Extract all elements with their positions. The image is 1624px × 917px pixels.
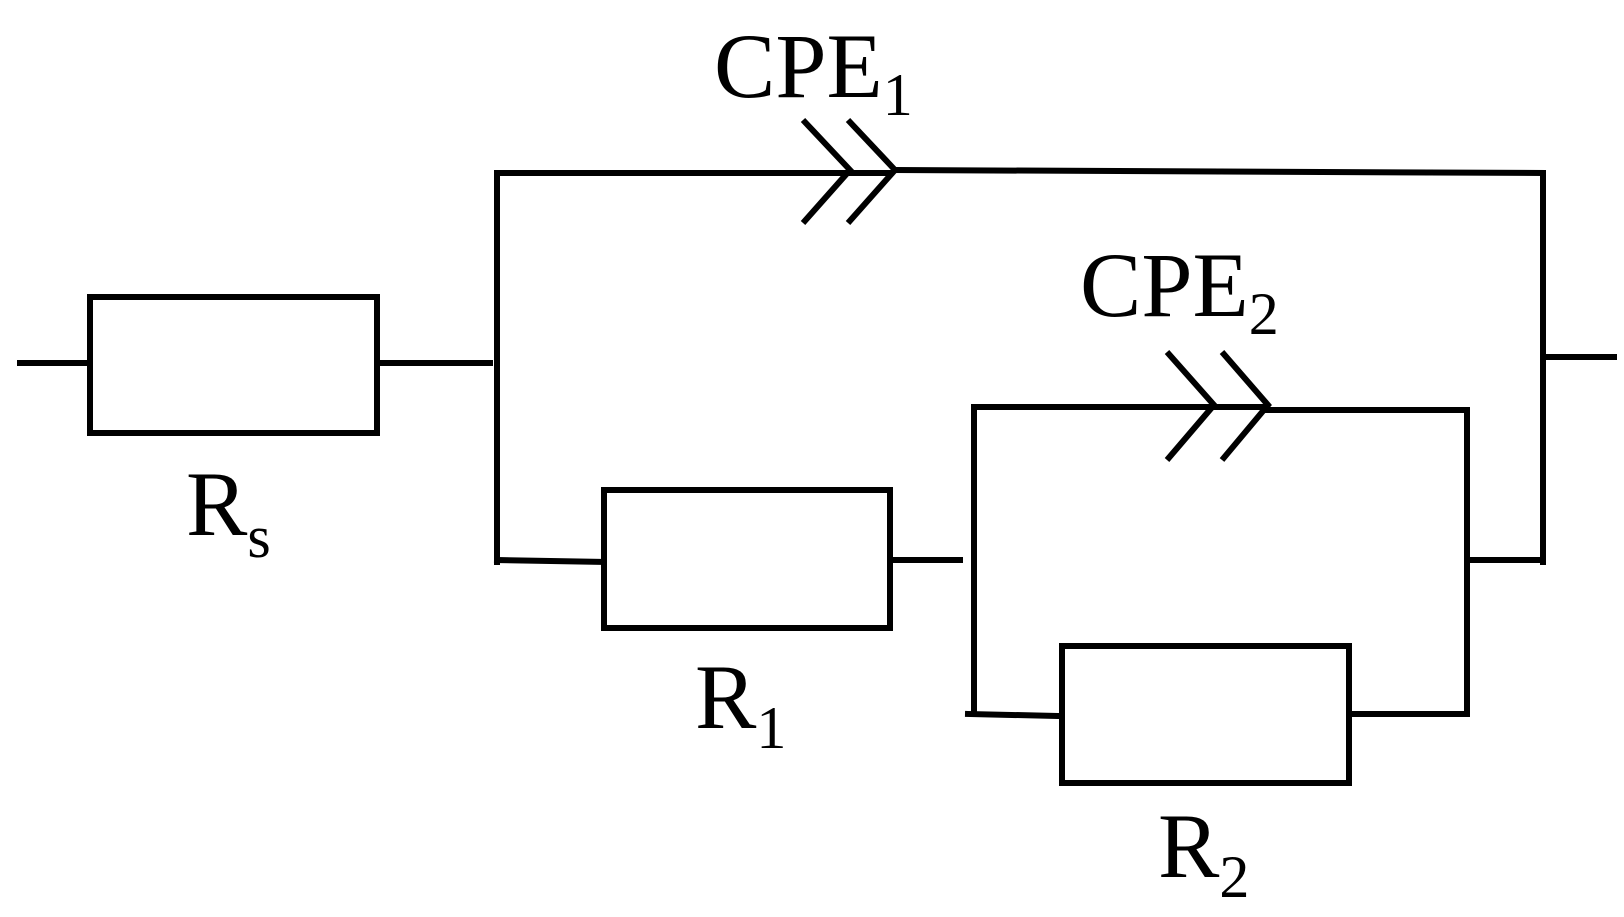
label-rs: Rs [186,453,271,570]
label-cpe1-sub: 1 [883,62,913,128]
label-r1-main: R [695,646,757,748]
cpe2-symbol [1164,350,1272,462]
cpe1-symbol [800,117,900,225]
cpe1-plate-right [845,117,900,225]
label-cpe2-main: CPE [1080,234,1249,336]
resistor-r2 [1059,643,1352,786]
label-cpe2: CPE2 [1080,234,1279,347]
wire-node-a-to-r1 [493,556,608,566]
label-r2-main: R [1158,795,1220,897]
label-r2-sub: 2 [1219,844,1249,910]
wire-top-branch-right [891,166,1547,177]
cpe2-plate-right [1219,350,1272,462]
label-r2: R2 [1158,795,1249,910]
circuit-wires [17,166,1617,720]
cpe1-plate-left [800,117,855,225]
label-cpe1: CPE1 [714,15,913,128]
cpe2-plate-left [1164,350,1218,462]
label-cpe1-main: CPE [714,15,883,117]
resistor-r1 [601,487,893,631]
resistor-rs [87,294,380,436]
wire-inner-left-to-r2 [964,710,1064,720]
label-cpe2-sub: 2 [1249,281,1279,347]
label-r1-sub: 1 [756,695,786,761]
label-rs-main: R [186,453,248,555]
label-r1: R1 [695,646,786,761]
label-rs-sub: s [247,504,270,570]
